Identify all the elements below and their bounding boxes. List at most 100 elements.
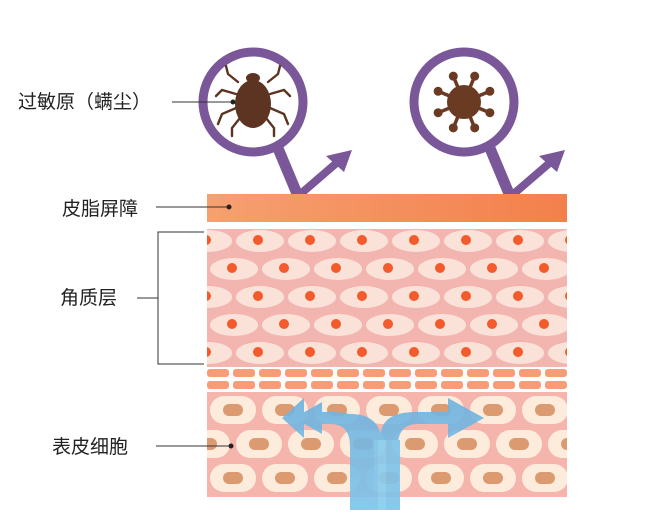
epidermal-nucleus <box>327 472 347 484</box>
epidermal-nucleus <box>431 472 451 484</box>
epidermal-nucleus <box>379 404 399 416</box>
lipid-brick <box>493 381 515 389</box>
corneum-nucleus <box>435 319 445 329</box>
lipid-brick <box>441 369 463 377</box>
epidermal-nucleus <box>223 404 243 416</box>
lipid-brick <box>493 369 515 377</box>
corneum-nucleus <box>539 319 549 329</box>
magnifier-mite <box>198 47 352 202</box>
corneum-nucleus <box>357 235 367 245</box>
corneum-nucleus <box>461 347 471 357</box>
lipid-brick <box>311 381 333 389</box>
epidermal-nucleus <box>223 472 243 484</box>
corneum-cell <box>207 230 232 252</box>
epidermal-nucleus <box>535 404 555 416</box>
corneum-cell <box>548 342 567 364</box>
label-allergen-text: 过敏原（螨尘） <box>18 91 151 113</box>
epidermal-nucleus <box>587 472 607 484</box>
epidermal-cell <box>574 396 620 424</box>
corneum-nucleus <box>461 235 471 245</box>
lipid-brick <box>389 381 411 389</box>
corneum-nucleus <box>513 347 523 357</box>
stratum-corneum-layer <box>207 229 567 367</box>
corneum-nucleus <box>565 292 567 300</box>
label-epidermal-cells: 表皮细胞 <box>52 436 234 458</box>
lipid-brick <box>415 369 437 377</box>
corneum-nucleus <box>305 347 315 357</box>
corneum-nucleus <box>513 291 523 301</box>
epidermal-nucleus <box>483 404 503 416</box>
epidermal-cell <box>548 430 567 458</box>
corneum-nucleus <box>207 291 211 301</box>
lipid-brick-rows <box>207 369 567 389</box>
corneum-nucleus <box>331 319 341 329</box>
lipid-brick <box>233 369 255 377</box>
corneum-nucleus <box>565 348 567 356</box>
epidermal-nucleus <box>275 472 295 484</box>
lipid-brick <box>467 381 489 389</box>
lipid-brick <box>337 369 359 377</box>
epidermal-nucleus <box>587 404 607 416</box>
lipid-brick <box>441 381 463 389</box>
dust-mite-icon <box>214 64 292 138</box>
lipid-brick <box>337 381 359 389</box>
corneum-nucleus <box>207 235 211 245</box>
label-sebum-barrier: 皮脂屏障 <box>62 198 232 220</box>
corneum-nucleus <box>409 235 419 245</box>
epidermis-layer <box>207 392 620 497</box>
sebum-barrier-layer <box>207 194 567 222</box>
corneum-nucleus <box>383 319 393 329</box>
moisture-flow-arrow <box>282 398 484 510</box>
lipid-brick <box>363 381 385 389</box>
corneum-nucleus <box>357 347 367 357</box>
corneum-nucleus <box>409 291 419 301</box>
corneum-nucleus <box>279 263 289 273</box>
lipid-brick <box>519 369 541 377</box>
corneum-nucleus <box>357 291 367 301</box>
label-epidermal-cells-text: 表皮细胞 <box>52 436 128 458</box>
corneum-cell <box>548 286 567 308</box>
epidermal-cell <box>207 430 230 458</box>
epidermal-nucleus <box>483 472 503 484</box>
label-sebum-barrier-text: 皮脂屏障 <box>62 198 138 220</box>
lipid-brick <box>285 369 307 377</box>
lipid-brick <box>285 381 307 389</box>
corneum-nucleus <box>409 347 419 357</box>
corneum-nucleus <box>227 263 237 273</box>
lipid-brick <box>207 369 229 377</box>
corneum-nucleus <box>253 235 263 245</box>
epidermal-nucleus <box>301 438 321 450</box>
lipid-brick <box>259 369 281 377</box>
epidermal-nucleus <box>405 438 425 450</box>
corneum-nucleus <box>305 291 315 301</box>
epidermal-cell <box>574 464 620 492</box>
corneum-nucleus <box>461 291 471 301</box>
epidermal-nucleus <box>561 438 567 450</box>
lipid-brick <box>311 369 333 377</box>
lipid-brick <box>519 381 541 389</box>
label-stratum-corneum: 角质层 <box>60 231 204 365</box>
corneum-nucleus <box>207 347 211 357</box>
label-allergen: 过敏原（螨尘） <box>18 91 236 113</box>
corneum-cell <box>548 230 567 252</box>
epidermal-nucleus <box>535 472 555 484</box>
corneum-nucleus <box>227 319 237 329</box>
corneum-nucleus <box>487 319 497 329</box>
lipid-brick <box>363 369 385 377</box>
corneum-nucleus <box>435 263 445 273</box>
magnifier-virus <box>409 47 565 202</box>
corneum-nucleus <box>539 263 549 273</box>
lipid-brick <box>467 369 489 377</box>
corneum-nucleus <box>279 319 289 329</box>
corneum-nucleus <box>513 235 523 245</box>
label-stratum-corneum-text: 角质层 <box>60 287 117 309</box>
epidermal-nucleus <box>509 438 529 450</box>
lipid-brick <box>545 381 567 389</box>
corneum-cell <box>207 342 232 364</box>
lipid-brick <box>233 381 255 389</box>
corneum-nucleus <box>253 347 263 357</box>
lipid-brick <box>389 369 411 377</box>
virus-icon <box>433 71 495 133</box>
epidermal-nucleus <box>457 438 477 450</box>
